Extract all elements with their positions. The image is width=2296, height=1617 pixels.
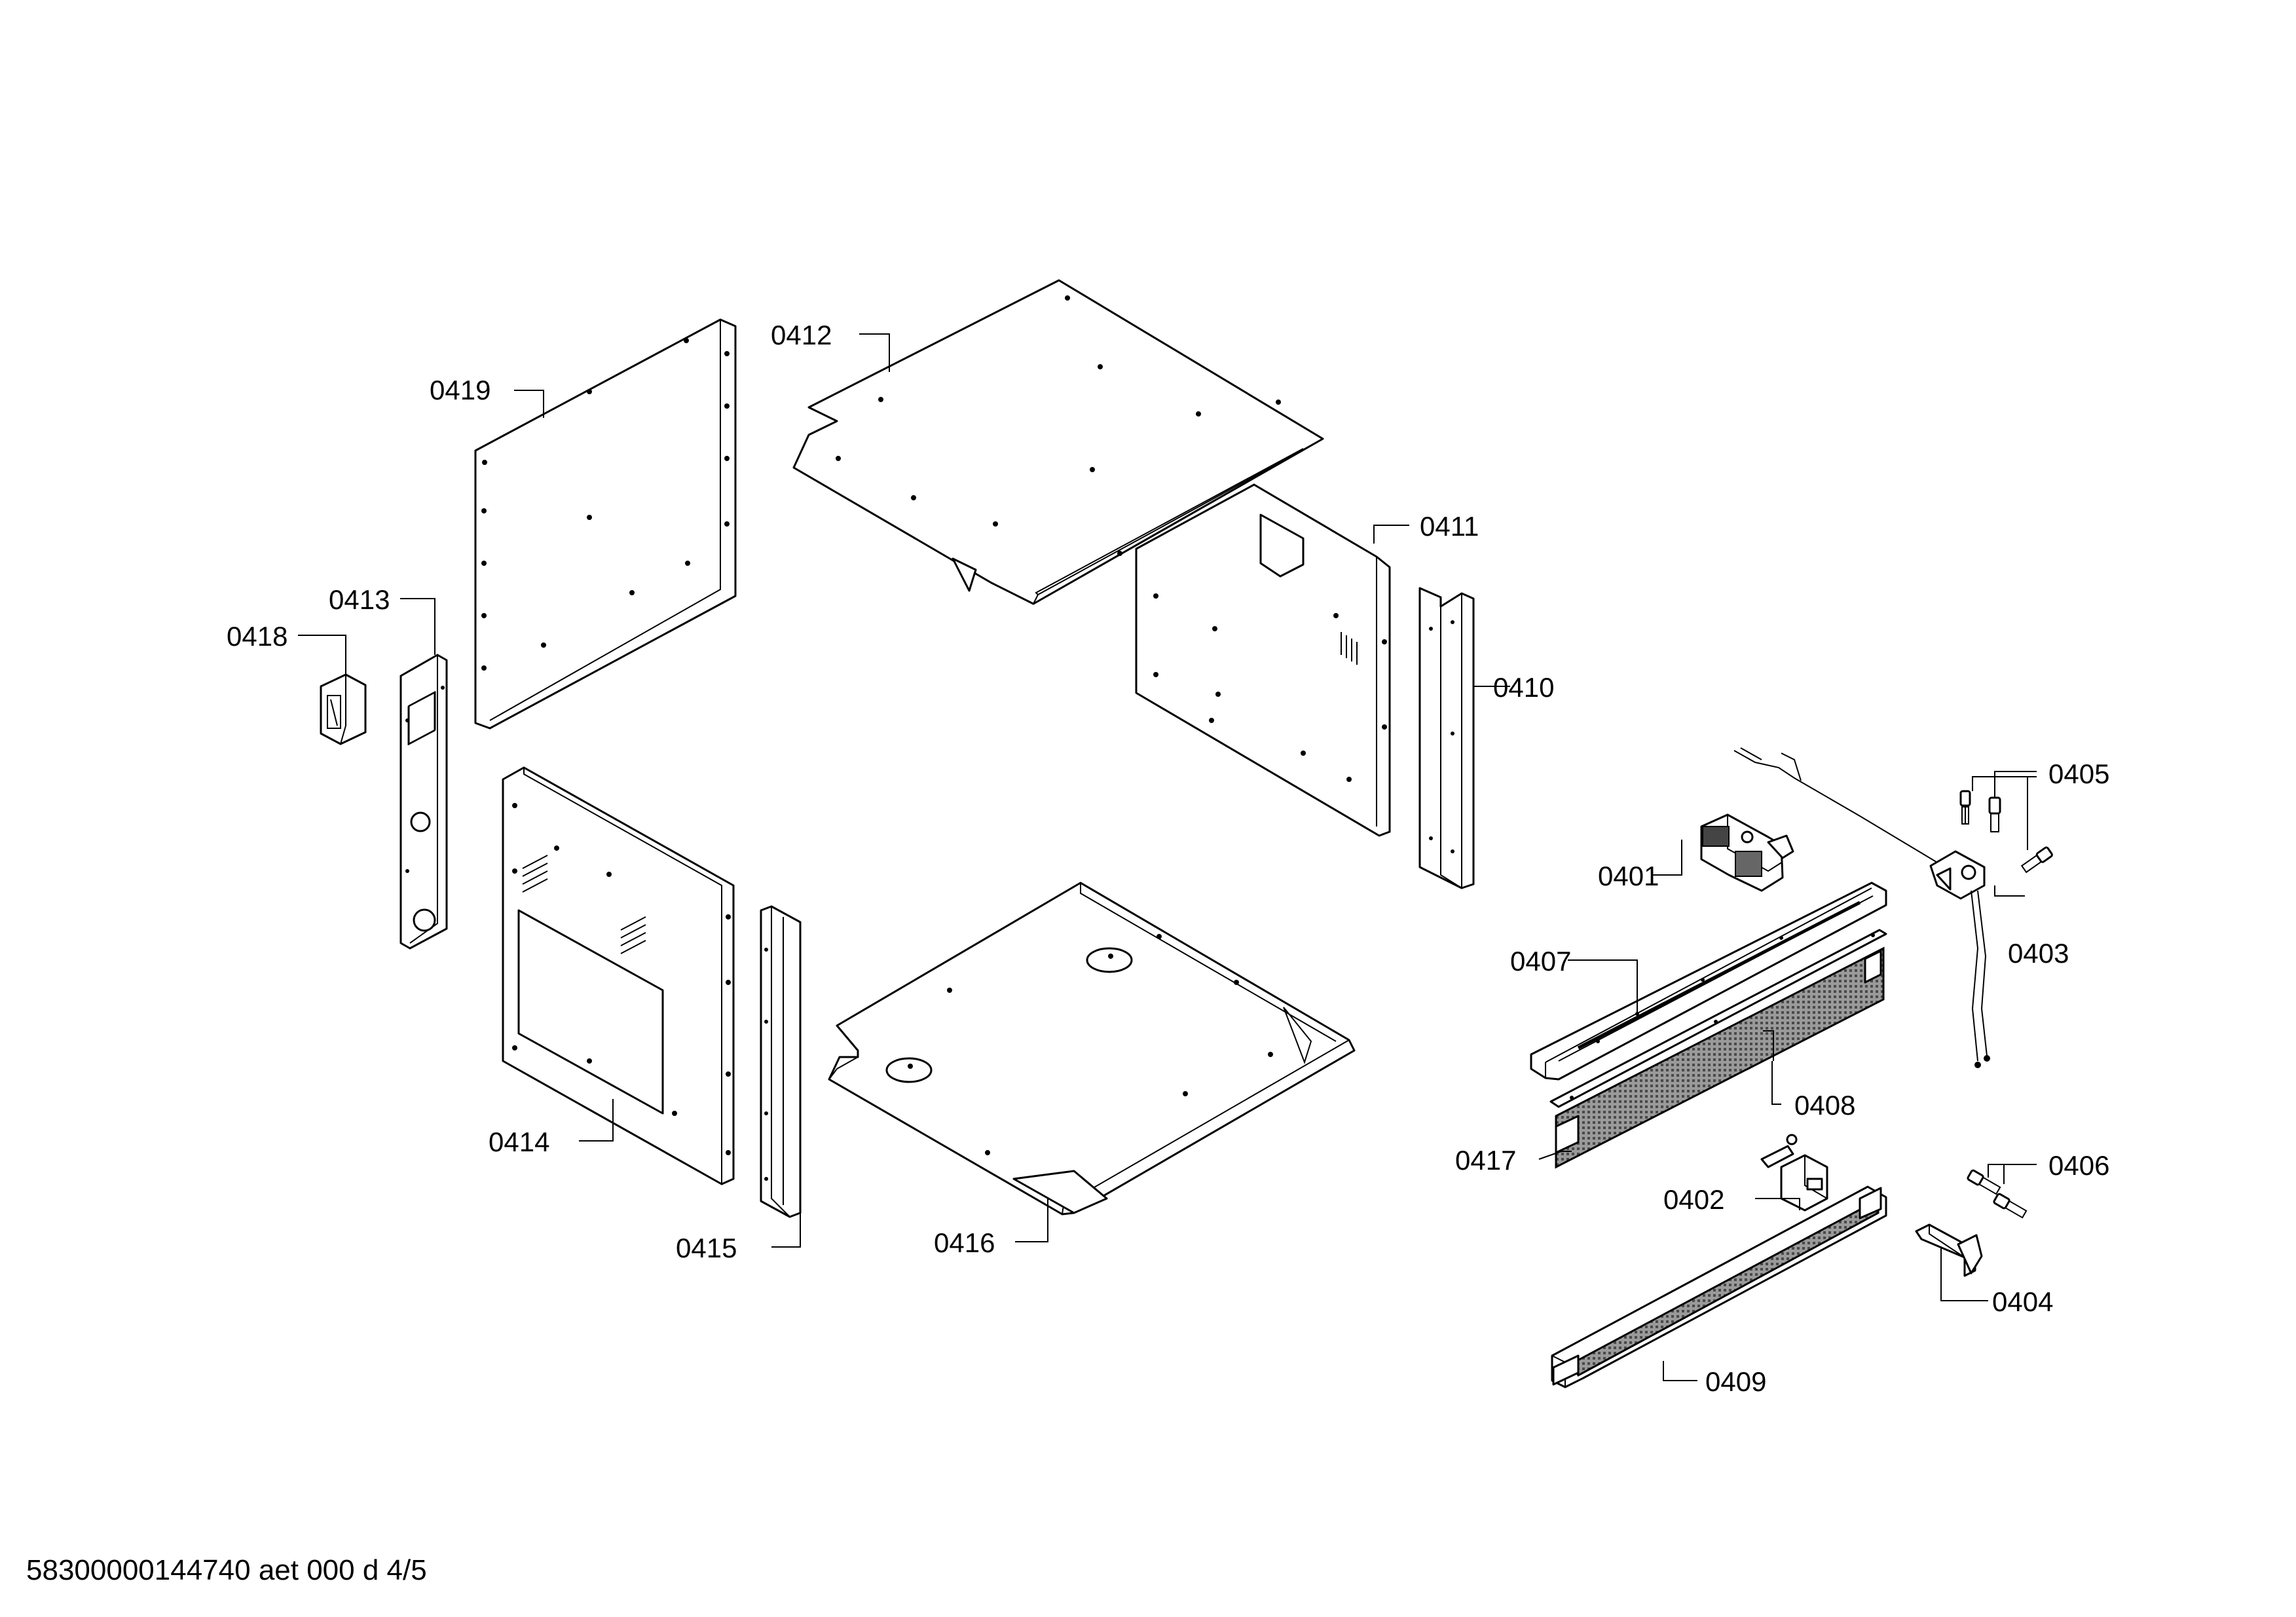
part-0415-angle-rail <box>760 905 802 1218</box>
label-0419: 0419 <box>430 375 491 405</box>
label-0417: 0417 <box>1455 1145 1516 1176</box>
part-0408-mesh-panel <box>1555 946 1885 1169</box>
label-0401: 0401 <box>1598 861 1659 891</box>
label-0409: 0409 <box>1705 1366 1766 1397</box>
part-0411-side-panel <box>1135 483 1391 837</box>
label-0418: 0418 <box>227 621 287 652</box>
part-0414-side-panel <box>502 766 735 1185</box>
part-0417-thin-strip <box>1549 929 1887 1108</box>
label-0415: 0415 <box>676 1233 737 1263</box>
part-0405-screws <box>1959 790 2053 874</box>
label-0403: 0403 <box>2008 938 2069 969</box>
part-0419-side-panel <box>474 318 737 730</box>
label-0405: 0405 <box>2048 758 2109 789</box>
part-0409-mesh-rail <box>1551 1185 1887 1388</box>
label-0413: 0413 <box>329 584 390 615</box>
label-0402: 0402 <box>1663 1184 1724 1215</box>
document-id-footer: 58300000144740 aet 000 d 4/5 <box>26 1554 427 1586</box>
label-0412: 0412 <box>771 320 832 350</box>
part-0407-angle-profile <box>1530 882 1887 1081</box>
part-0410-vertical-rail <box>1418 587 1475 889</box>
part-0416-bottom-tray <box>828 882 1356 1216</box>
part-0412-top-panel <box>792 279 1324 605</box>
label-0408: 0408 <box>1794 1090 1855 1121</box>
label-0411: 0411 <box>1420 511 1479 542</box>
part-0404-hook-clip <box>1915 1223 1983 1277</box>
part-0418-small-bracket <box>320 673 367 745</box>
part-labels: 0419 0412 0411 0410 0413 0418 0414 0415 … <box>227 320 2109 1397</box>
label-0416: 0416 <box>934 1227 995 1258</box>
label-0407: 0407 <box>1510 946 1571 976</box>
label-0406: 0406 <box>2048 1150 2109 1181</box>
part-0401-electrical-component <box>1700 813 1794 892</box>
part-0413-narrow-strip <box>399 654 448 950</box>
part-0402-bracket <box>1760 1134 1828 1212</box>
label-0414: 0414 <box>489 1126 549 1157</box>
leader-lines <box>298 333 2037 1381</box>
part-0406-screws <box>1967 1169 2028 1219</box>
label-0410: 0410 <box>1493 672 1554 703</box>
label-0404: 0404 <box>1992 1286 2053 1317</box>
part-0403-sensor-wire <box>1733 747 1990 1068</box>
